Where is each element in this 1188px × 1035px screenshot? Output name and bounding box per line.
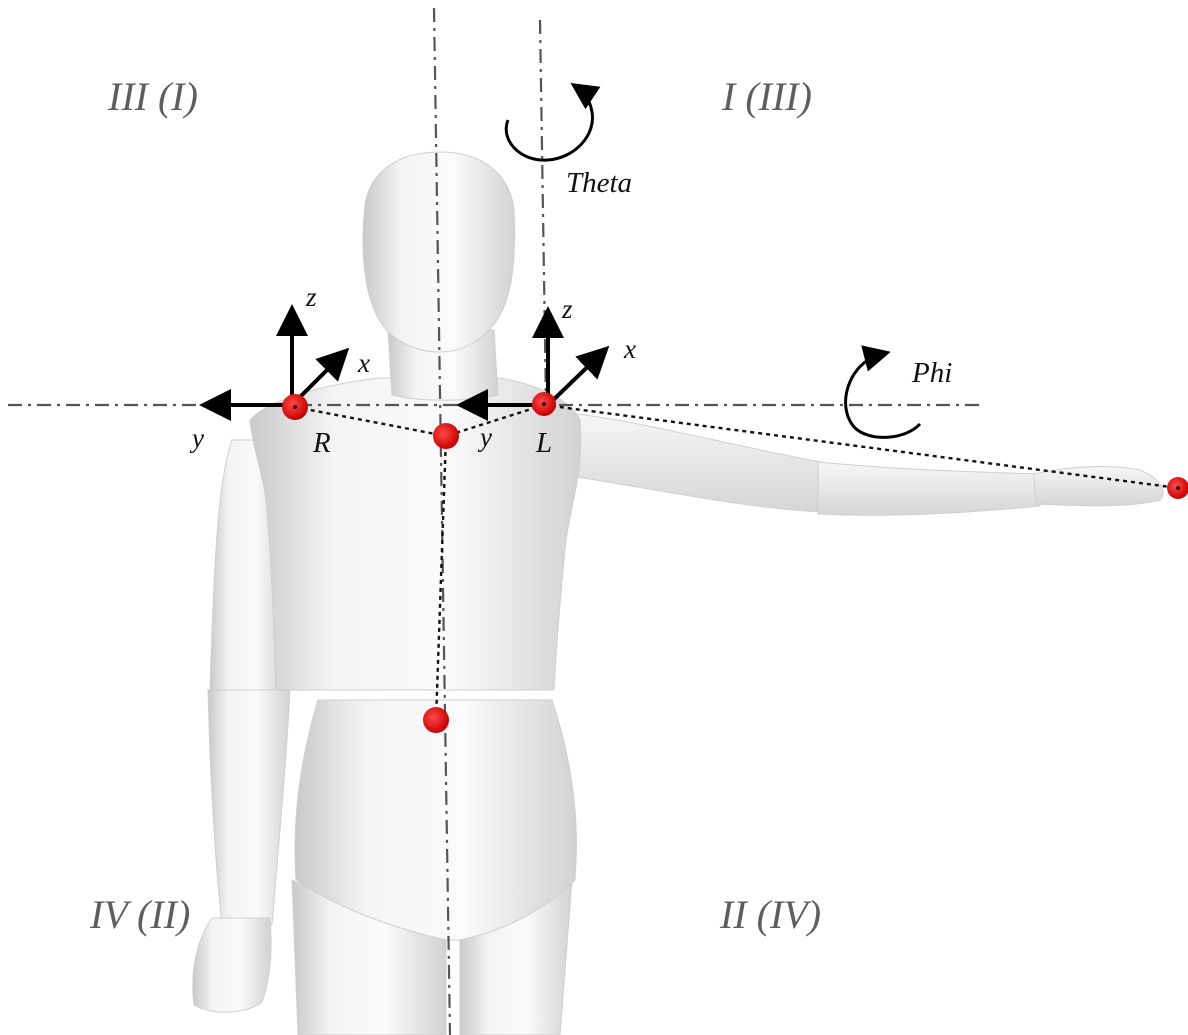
left-forearm (818, 462, 1040, 515)
theta-label: Theta (566, 167, 632, 199)
quadrant-bottom-left-label: IV (II) (89, 892, 190, 937)
right-shoulder-point-label: R (312, 427, 331, 459)
right-y-axis-label: y (189, 423, 204, 453)
theta-rotation-arrow (506, 88, 592, 160)
right-x-axis-label: x (357, 348, 370, 378)
right-hand (193, 918, 271, 1012)
pelvis-marker (423, 707, 449, 733)
left-x-axis-arrow (548, 350, 605, 405)
vertical-left-shoulder-line (540, 20, 546, 405)
left-y-axis-label: y (477, 422, 492, 452)
mannequin-figure (193, 152, 1163, 1035)
sternum-marker (433, 423, 459, 449)
left-upper-arm (560, 412, 822, 512)
quadrant-top-right-label: I (III) (721, 74, 812, 119)
phi-label: Phi (911, 357, 952, 389)
quadrant-top-left-label: III (I) (107, 74, 198, 119)
quadrant-bottom-right-label: II (IV) (719, 892, 821, 937)
left-z-axis-label: z (561, 294, 573, 324)
phi-rotation-arrow (846, 354, 920, 437)
right-z-axis-label: z (305, 282, 317, 312)
torso (250, 378, 581, 690)
left-shoulder-point-label: L (535, 427, 552, 459)
right-forearm (208, 690, 290, 925)
left-x-axis-label: x (623, 334, 636, 364)
